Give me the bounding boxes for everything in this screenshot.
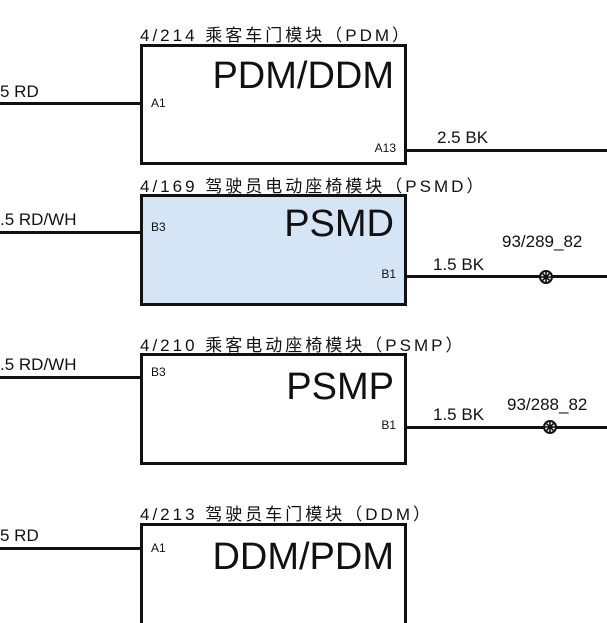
module-box-psmd[interactable]: PSMD B3 B1 bbox=[140, 194, 407, 306]
module-title-pdm: 4/214 乘客车门模块（PDM） bbox=[140, 26, 413, 45]
pin-b3-psmp: B3 bbox=[151, 365, 166, 379]
wire-left-pdm bbox=[0, 102, 140, 105]
wire-label-right-psmp: 1.5 BK bbox=[433, 405, 485, 424]
wire-left-ddm bbox=[0, 547, 140, 550]
module-title-psmp: 4/210 乘客电动座椅模块（PSMP） bbox=[140, 336, 466, 355]
module-title-psmd: 4/169 驾驶员电动座椅模块（PSMD） bbox=[140, 177, 487, 196]
pin-b3-psmd: B3 bbox=[151, 220, 166, 234]
splice-label-psmd: 93/289_82 bbox=[502, 232, 583, 251]
splice-label-psmp: 93/288_82 bbox=[507, 395, 588, 414]
module-box-ddm[interactable]: DDM/PDM A1 bbox=[140, 523, 407, 623]
module-box-psmp[interactable]: PSMP B3 B1 bbox=[140, 353, 407, 465]
wire-right-psmd bbox=[407, 275, 607, 278]
module-label-pdm: PDM/DDM bbox=[212, 55, 394, 97]
wire-right-psmp bbox=[407, 426, 607, 429]
module-label-psmp: PSMP bbox=[286, 366, 394, 408]
splice-point-icon[interactable] bbox=[539, 270, 553, 284]
module-label-psmd: PSMD bbox=[284, 203, 394, 245]
module-title-ddm: 4/213 驾驶员车门模块（DDM） bbox=[140, 505, 433, 524]
wire-right-pdm bbox=[407, 149, 607, 152]
wire-label-right-pdm: 2.5 BK bbox=[437, 128, 489, 147]
module-label-ddm: DDM/PDM bbox=[212, 536, 394, 578]
wire-label-left-pdm: 5 RD bbox=[0, 82, 39, 101]
wire-left-psmd bbox=[0, 231, 140, 234]
pin-b1-psmp: B1 bbox=[381, 418, 396, 432]
wire-label-left-psmd: .5 RD/WH bbox=[0, 210, 77, 229]
wire-label-left-psmp: .5 RD/WH bbox=[0, 355, 77, 374]
wire-label-left-ddm: 5 RD bbox=[0, 526, 39, 545]
wire-label-right-psmd: 1.5 BK bbox=[433, 255, 485, 274]
module-box-pdm[interactable]: PDM/DDM A1 A13 bbox=[140, 44, 407, 165]
pin-a1-pdm: A1 bbox=[151, 96, 166, 110]
pin-b1-psmd: B1 bbox=[381, 267, 396, 281]
splice-point-icon[interactable] bbox=[543, 420, 557, 434]
pin-a1-ddm: A1 bbox=[151, 541, 166, 555]
wire-left-psmp bbox=[0, 376, 140, 379]
pin-a13-pdm: A13 bbox=[374, 141, 396, 155]
